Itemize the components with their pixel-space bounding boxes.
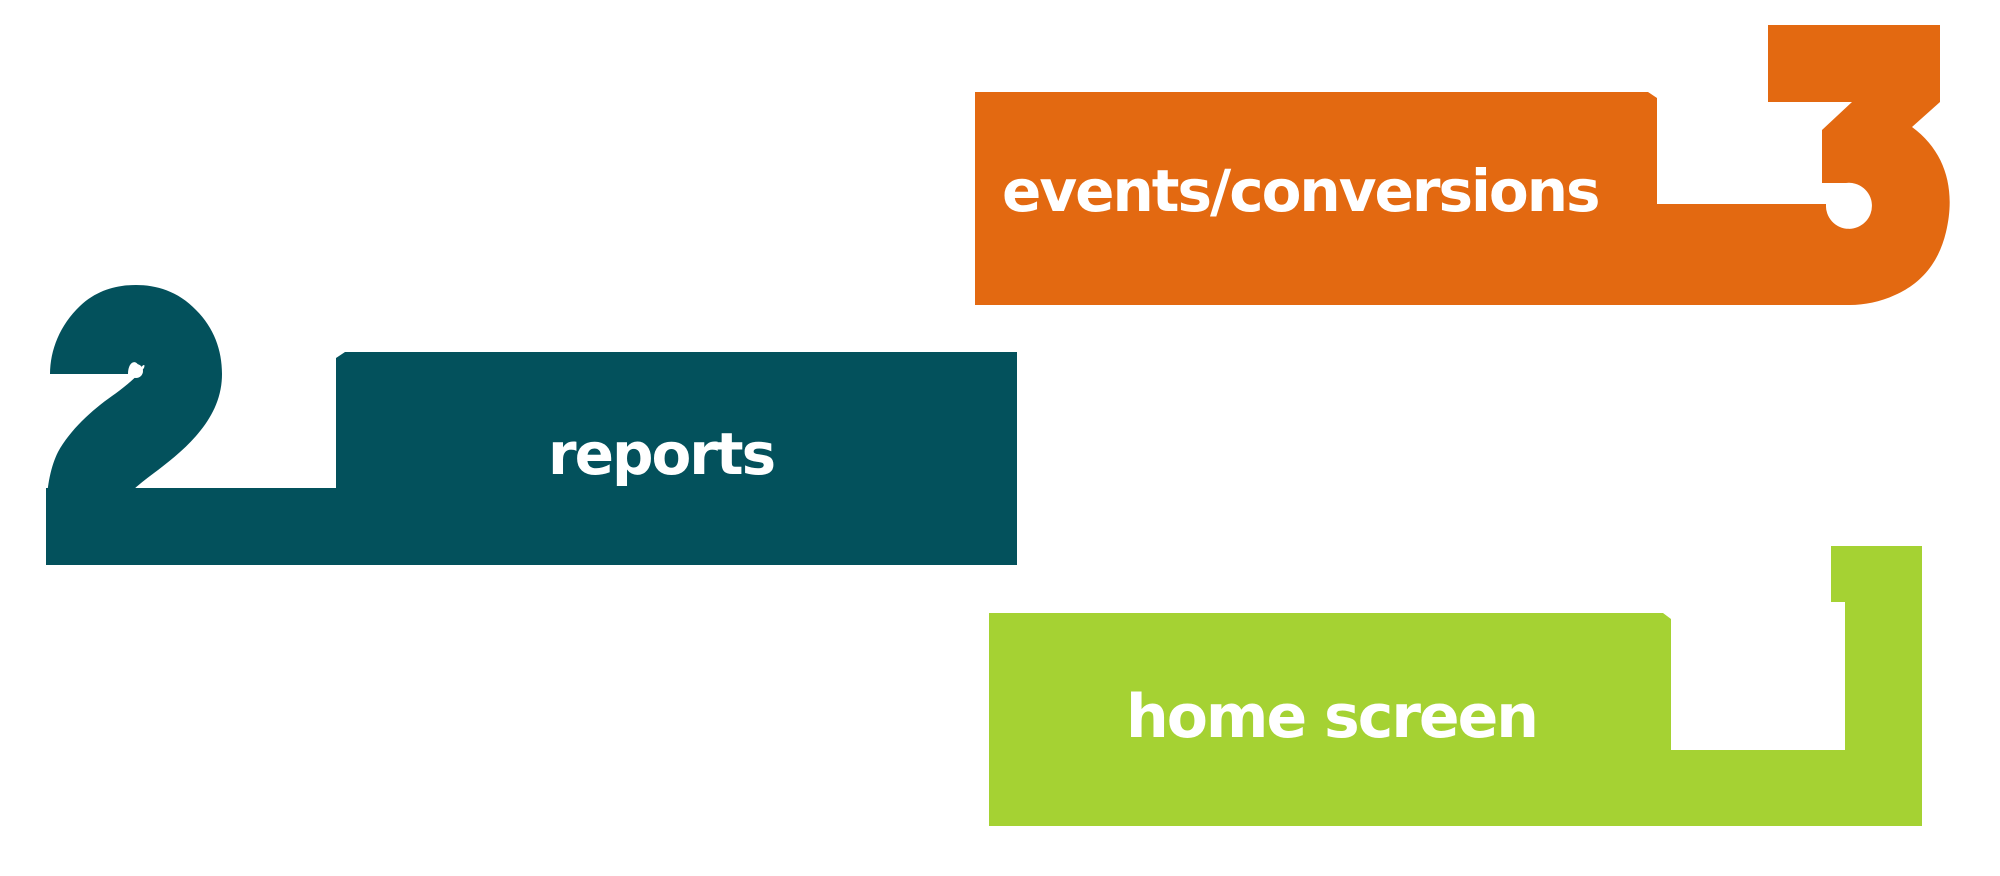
step-2-label: reports xyxy=(548,420,776,488)
step-2-shape xyxy=(46,285,1017,565)
step-3-banner xyxy=(975,92,1826,305)
step-4-banner xyxy=(989,546,1922,826)
step-3-shape xyxy=(975,25,1950,305)
step-2-numeral xyxy=(46,285,340,565)
step-2-numeral-dot xyxy=(129,364,143,378)
step-3-numeral xyxy=(1768,25,1950,305)
step-4-label: home screen xyxy=(1126,682,1539,752)
step-3-label: events/conversions xyxy=(1002,157,1601,225)
step-4-shape xyxy=(989,546,1922,826)
